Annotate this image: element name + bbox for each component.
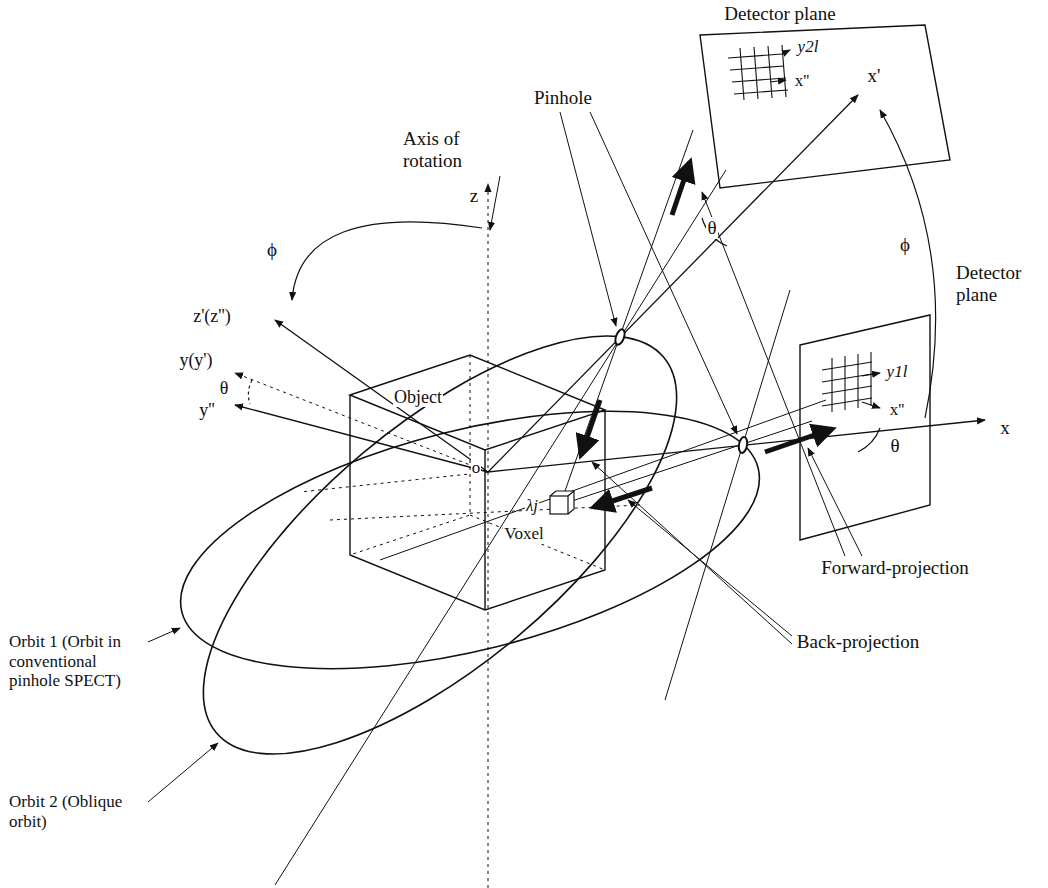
- detector-grid: [822, 386, 872, 394]
- part-name: Axis of rotation: [402, 128, 514, 172]
- projection-ray: [380, 400, 826, 560]
- angle-label: ϕ: [899, 234, 911, 256]
- leader-line: [148, 743, 218, 802]
- voxel: [568, 491, 574, 496]
- detector-grid: [730, 66, 784, 70]
- detector-grid: [768, 46, 772, 98]
- detector-plane: [700, 25, 950, 188]
- projection-ray: [560, 421, 812, 505]
- origin-label: o: [471, 458, 482, 478]
- detector-grid: [844, 356, 845, 410]
- orbit: [155, 361, 785, 718]
- detector-axis-arrow: [770, 50, 880, 408]
- object-cube: [350, 355, 605, 570]
- part-name: Object: [393, 387, 443, 408]
- orbit-label: Orbit 2 (Oblique orbit): [8, 792, 142, 831]
- leader-line: [702, 192, 845, 556]
- orbit-label: Orbit 1 (Orbit in conventional pinhole S…: [8, 632, 142, 691]
- detector-grid: [754, 47, 758, 99]
- detector-coordinate: x'': [794, 71, 811, 91]
- voxel: [550, 491, 574, 514]
- angle-arc: [248, 380, 252, 404]
- detector-grid: [831, 358, 832, 412]
- leader-line: [148, 628, 180, 642]
- guide-line: [300, 472, 488, 492]
- axis-label: z: [469, 185, 479, 207]
- projection-ray: [275, 170, 726, 885]
- axis-label: x: [999, 417, 1011, 439]
- leader-line: [490, 176, 500, 230]
- axis: [235, 95, 985, 472]
- detector-grid: [822, 398, 872, 406]
- detector-grid: [782, 45, 786, 97]
- projection-ray: [275, 130, 826, 885]
- leader-line: [808, 448, 862, 556]
- detector-axis-arrow: [786, 50, 790, 52]
- leader-line: [590, 112, 737, 434]
- leader-line: [628, 500, 792, 636]
- detector-plane: [800, 315, 930, 540]
- detector-axis-arrow: [770, 80, 786, 82]
- guide-line: [235, 373, 488, 472]
- axis: [235, 405, 488, 472]
- angle-label: θ: [706, 217, 717, 239]
- axis: [488, 95, 858, 472]
- detector-axis-arrow: [862, 402, 880, 408]
- axis: [275, 320, 488, 472]
- leader-line: [560, 112, 616, 326]
- angle-label: θ: [219, 378, 230, 399]
- angle-label: ϕ: [266, 239, 278, 261]
- detector-grid: [870, 352, 871, 406]
- object-cube: [350, 355, 605, 450]
- projection-ray: [665, 290, 790, 700]
- detector-grid: [822, 362, 872, 370]
- detector-grid: [857, 354, 858, 408]
- angle-arc: [880, 110, 936, 418]
- projection-arrow: [581, 400, 600, 455]
- angle-arc: [292, 222, 482, 300]
- pinhole: [614, 328, 749, 453]
- leader-line: [592, 462, 792, 644]
- object-cube: [484, 450, 485, 610]
- axis-label: z'(z''): [192, 306, 232, 327]
- voxel-value: λj: [525, 496, 539, 516]
- angle-arc: [702, 218, 727, 246]
- part-name: Pinhole: [533, 87, 593, 109]
- orbit: [139, 265, 741, 824]
- orbit: [139, 265, 785, 824]
- guide-line: [235, 184, 640, 888]
- guide-line: [488, 184, 489, 888]
- detector-grid: [728, 45, 872, 412]
- detector-grid: [732, 78, 786, 82]
- plane-title: Detector plane: [723, 3, 836, 25]
- plane-title: Detector plane: [955, 262, 1039, 306]
- projection-ray: [560, 130, 693, 505]
- axis-label: y'': [198, 400, 216, 421]
- detector-grid: [740, 48, 744, 100]
- part-name: Back-projection: [796, 631, 920, 653]
- pinhole: [738, 436, 749, 453]
- axis-label: x': [867, 65, 882, 87]
- axis-label: y(y'): [178, 350, 213, 371]
- angle-arc: [858, 428, 880, 452]
- angle-label: θ: [889, 435, 900, 457]
- angle-arc: [248, 110, 935, 452]
- voxel: [550, 491, 574, 514]
- detector-axis-arrow: [862, 373, 880, 376]
- voxel: [550, 496, 568, 514]
- guide-line: [330, 505, 640, 520]
- projection-arrow: [765, 429, 832, 452]
- part-name: Voxel: [503, 524, 544, 544]
- detector-coordinate: y1l: [886, 362, 909, 382]
- part-name: Forward-projection: [820, 557, 970, 579]
- detector-coordinate: y2l: [797, 37, 820, 57]
- detector-grid: [734, 90, 788, 94]
- object-cube: [350, 395, 605, 610]
- pinhole: [614, 328, 627, 346]
- projection-arrow: [672, 162, 690, 215]
- leader-line: [148, 112, 862, 802]
- projection-arrow: [581, 162, 832, 507]
- detector-coordinate: x'': [889, 400, 906, 420]
